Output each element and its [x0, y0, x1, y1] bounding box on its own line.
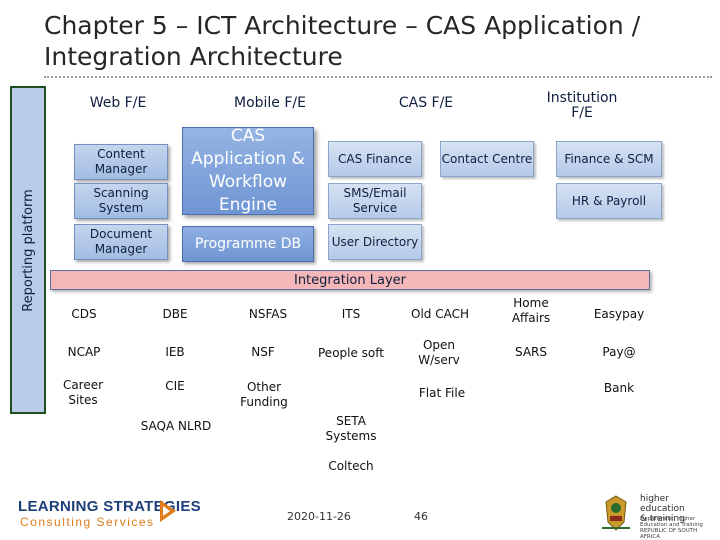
system-seta-systems: SETA Systems: [325, 414, 377, 443]
system-coltech: Coltech: [328, 458, 374, 473]
system-cie: CIE: [165, 378, 185, 393]
system-bank: Bank: [603, 380, 635, 395]
document-manager-box: Document Manager: [74, 224, 168, 260]
reporting-platform-bar: Reporting platform: [10, 86, 46, 414]
system-flat-file: Flat File: [418, 385, 466, 400]
cas-engine-box: CAS Application & Workflow Engine: [182, 126, 314, 215]
system-home-affairs: Home Affairs: [511, 296, 551, 325]
system-cds: CDS: [71, 306, 97, 321]
integration-layer-bar: Integration Layer: [50, 270, 650, 290]
reporting-platform-label: Reporting platform: [20, 188, 36, 312]
footer-page-number: 46: [414, 510, 428, 523]
scanning-system-box: Scanning System: [74, 183, 168, 219]
system-pay-at: Pay@: [602, 344, 636, 359]
system-old-cach: Old CACH: [411, 306, 469, 321]
finance-scm-box: Finance & SCM: [556, 141, 662, 177]
system-open-wserv: Open W/serv: [418, 338, 460, 367]
cas-fe-label: CAS F/E: [398, 94, 454, 111]
dhet-line-2: & training: [640, 514, 685, 524]
logo-main-text: LEARNING STRATEGIES: [18, 498, 201, 515]
cas-finance-box: CAS Finance: [328, 141, 422, 177]
sms-email-service-box: SMS/Email Service: [328, 183, 422, 219]
institution-fe-label: Institution F/E: [538, 86, 626, 126]
system-ncap: NCAP: [67, 344, 101, 359]
content-manager-box: Content Manager: [74, 144, 168, 180]
system-ieb: IEB: [165, 344, 185, 359]
system-its: ITS: [341, 306, 361, 321]
page-title: Chapter 5 – ICT Architecture – CAS Appli…: [44, 11, 641, 71]
system-dbe: DBE: [162, 306, 188, 321]
mobile-fe-label: Mobile F/E: [234, 94, 306, 111]
programme-db-box: Programme DB: [182, 226, 314, 262]
user-directory-box: User Directory: [328, 224, 422, 260]
system-easypay: Easypay: [593, 306, 645, 321]
system-other-funding: Other Funding: [240, 380, 288, 409]
system-saqa-nlrd: SAQA NLRD: [140, 418, 212, 433]
title-divider: [44, 76, 712, 78]
system-nsf: NSF: [251, 344, 275, 359]
hr-payroll-box: HR & Payroll: [556, 183, 662, 219]
coat-of-arms-icon: [602, 495, 630, 531]
logo-subtitle: Consulting Services: [20, 515, 155, 529]
system-career-sites: Career Sites: [62, 378, 104, 407]
dhet-department-text: Department: Higher Education and Trainin…: [640, 516, 703, 540]
logo-arrow-icon: [160, 500, 176, 522]
system-sars: SARS: [514, 344, 547, 359]
system-nsfas: NSFAS: [248, 306, 288, 321]
dhet-logo-text: higher education & training: [640, 494, 716, 524]
learning-strategies-logo: LEARNING STRATEGIES: [18, 498, 201, 515]
contact-centre-box: Contact Centre: [440, 141, 534, 177]
footer-date: 2020-11-26: [287, 510, 351, 523]
dhet-line-1: higher education: [640, 494, 685, 514]
web-fe-label: Web F/E: [89, 94, 147, 111]
system-people-soft: People soft: [318, 345, 384, 360]
